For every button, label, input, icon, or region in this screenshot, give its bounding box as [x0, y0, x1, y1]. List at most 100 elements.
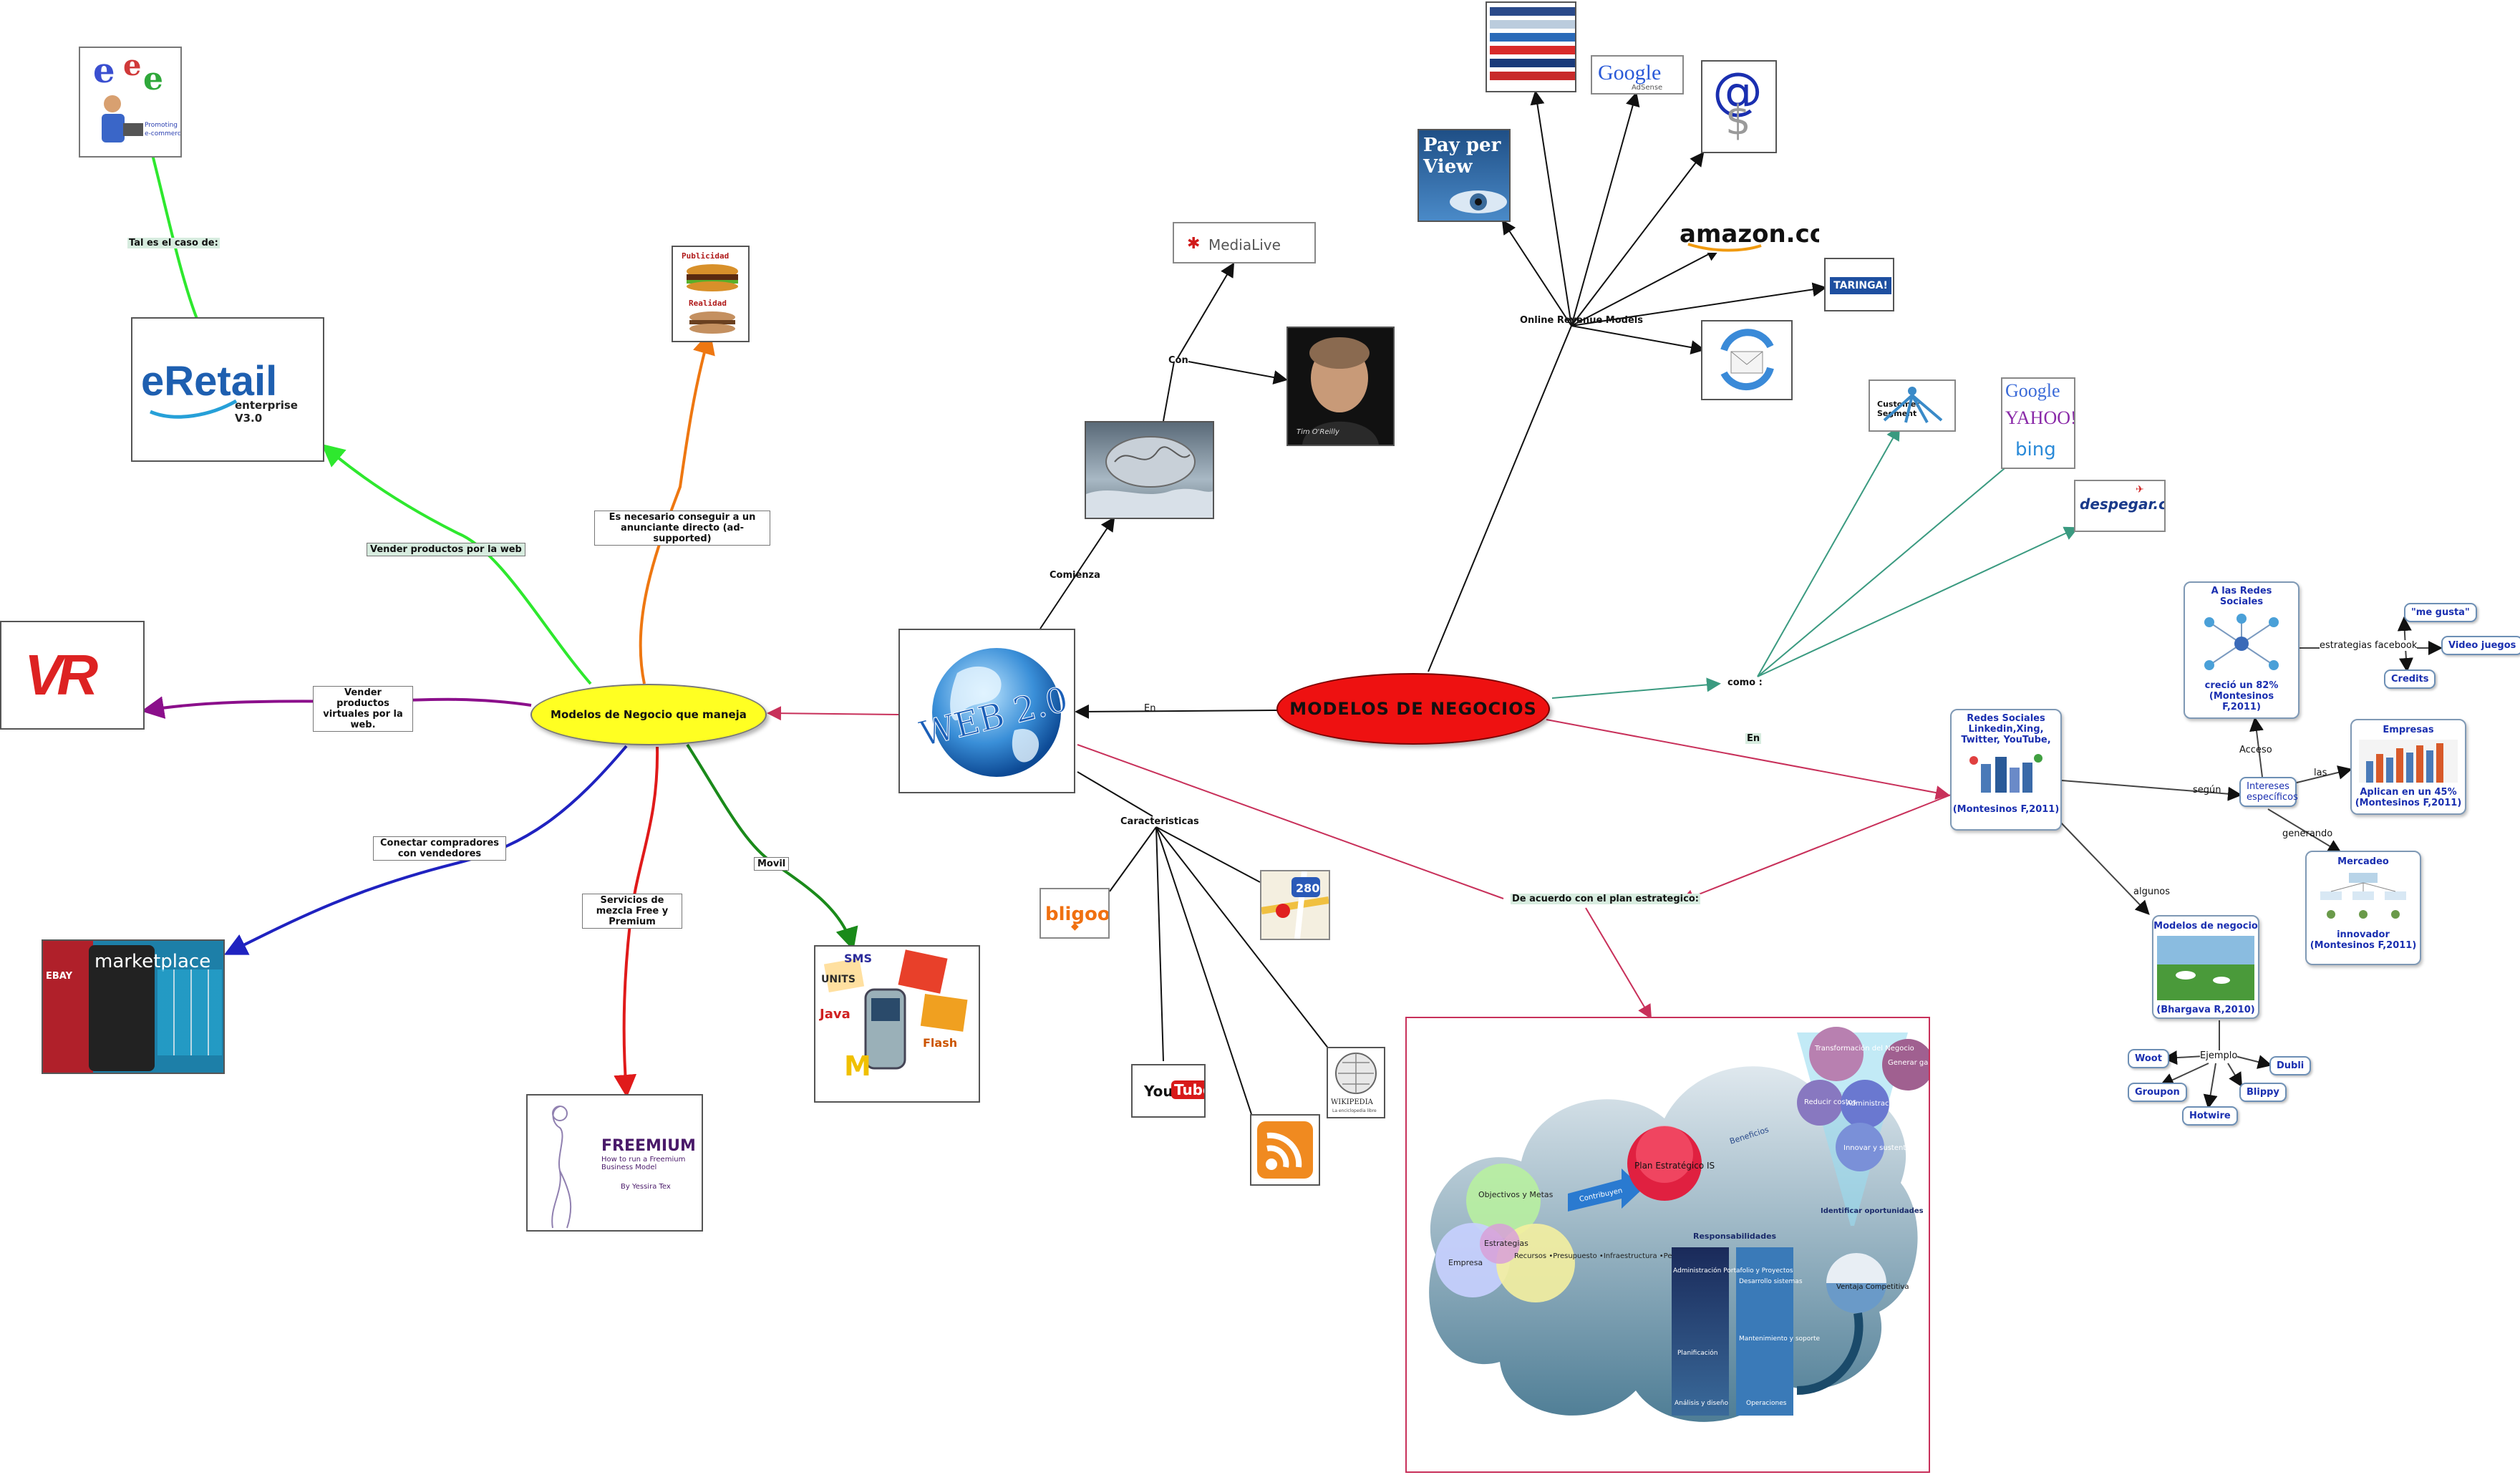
left-node[interactable]: Modelos de Negocio que maneja	[530, 684, 767, 745]
edge-online-logos	[1530, 90, 1572, 327]
mercadeo-diagram-icon	[2320, 873, 2406, 919]
plane-icon: ✈	[2136, 484, 2144, 495]
marketplace-phone	[89, 945, 155, 1071]
brand-logos-image[interactable]	[1486, 1, 1576, 92]
mercadeo-card[interactable]: Mercadeo innovador (Montesinos F,2011)	[2305, 851, 2421, 965]
mobile-image[interactable]: M SMS UNITS Java Flash	[814, 945, 980, 1103]
ecommerce-image[interactable]: e e e Promoting e-commerce	[79, 47, 182, 158]
operaciones-text: Operaciones	[1746, 1400, 1787, 1407]
publicidad-image[interactable]: Publicidad Realidad	[672, 246, 750, 342]
label-caracteristicas: Caracteristicas	[1120, 816, 1199, 827]
refresh-mail-icon	[1720, 329, 1774, 391]
edge-web-comienza	[1040, 516, 1115, 629]
marketplace-image[interactable]: EBAY marketplace	[42, 939, 225, 1074]
payperview-image[interactable]: Pay per View	[1418, 129, 1511, 222]
label-las: las	[2314, 768, 2327, 778]
maps-image[interactable]: 280	[1260, 870, 1330, 940]
bligoo-image[interactable]: bligoo ◆	[1040, 888, 1110, 939]
bligoo-fish-icon: ◆	[1071, 921, 1079, 932]
mobile-tag-1: UNITS	[821, 974, 856, 985]
example-hotwire-text: Hotwire	[2189, 1111, 2231, 1121]
redes-title: Redes Sociales Linkedin,Xing, Twitter, Y…	[1961, 713, 2051, 745]
label-anunciante: Es necesario conseguir a un anunciante d…	[594, 511, 770, 546]
cloud-brain-image[interactable]	[1085, 421, 1214, 519]
logo-strip-6	[1490, 72, 1575, 80]
empresas-title: Empresas	[2383, 725, 2434, 735]
label-generando: generando	[2282, 828, 2333, 839]
tim-oreilly-image[interactable]: Tim O'Reilly	[1286, 327, 1395, 446]
ventaja-text: Ventaja Competitiva	[1836, 1283, 1909, 1291]
analisis-text: Análisis y diseño	[1675, 1400, 1728, 1407]
video-juegos-text: Video juegos	[2448, 640, 2516, 651]
label-estrategias-fb: estrategias facebook	[2320, 640, 2418, 651]
portrait-icon	[1302, 337, 1379, 445]
svg-text:M: M	[844, 1050, 871, 1082]
freemium-image[interactable]: FREEMIUM How to run a Freemium Business …	[526, 1094, 703, 1232]
edge-intereses-acceso	[2249, 717, 2264, 778]
freemium-by: By Yessira Tex	[621, 1183, 671, 1191]
vr-image[interactable]: VR	[0, 621, 145, 730]
example-hotwire[interactable]: Hotwire	[2182, 1106, 2238, 1126]
search-engines-image[interactable]: Google YAHOO! bing	[2001, 377, 2075, 469]
label-vender-web: Vender productos por la web	[367, 543, 525, 556]
customer-segment-image[interactable]: Customer Segment	[1869, 379, 1956, 432]
edge-caract-youtube	[1155, 826, 1164, 1062]
marketplace-tag: EBAY	[46, 971, 73, 982]
example-blippy-text: Blippy	[2247, 1087, 2279, 1098]
edge-central-online	[1428, 325, 1572, 672]
despegar-image[interactable]: despegar.com ✈	[2074, 480, 2166, 532]
rss-icon	[1257, 1121, 1313, 1179]
label-servicios-text: Servicios de mezcla Free y Premium	[596, 895, 669, 927]
map-badge: 280	[1296, 881, 1319, 895]
edge-ej-dubli	[2234, 1055, 2272, 1069]
tim-caption: Tim O'Reilly	[1297, 428, 1339, 436]
curve-arrow	[1796, 1312, 1864, 1395]
example-dubli[interactable]: Dubli	[2269, 1056, 2312, 1075]
me-gusta-pill[interactable]: "me gusta"	[2404, 603, 2477, 622]
edge-cloud-con	[1163, 361, 1175, 422]
modelo-negocio-title: Modelos de negocio	[2153, 921, 2258, 932]
web20-image[interactable]: WEB 2.0	[898, 629, 1075, 793]
wikipedia-image[interactable]: WIKIPEDIA La enciclopedia libre	[1327, 1047, 1385, 1118]
plan-diagram-frame[interactable]: Objectivos y Metas Estrategias Empresa R…	[1405, 1017, 1956, 1473]
credits-pill[interactable]: Credits	[2384, 669, 2436, 689]
svg-text:Promoting: Promoting	[145, 122, 178, 129]
central-node[interactable]: MODELOS DE NEGOCIOS	[1276, 673, 1550, 745]
example-blippy[interactable]: Blippy	[2239, 1083, 2287, 1102]
amazon-image[interactable]: amazon.com	[1680, 218, 1819, 253]
youtube-image[interactable]: You Tube	[1131, 1064, 1206, 1118]
label-tal-caso: Tal es el caso de:	[127, 238, 220, 248]
edge-con-medialive	[1177, 262, 1235, 359]
example-groupon[interactable]: Groupon	[2128, 1083, 2187, 1102]
a-redes-card[interactable]: A las Redes Sociales creció un 82% (Mont…	[2184, 581, 2300, 719]
eretail-image[interactable]: eRetail enterprise V3.0	[131, 317, 324, 462]
identificar-text: Identificar oportunidades	[1821, 1207, 1924, 1215]
rss-image[interactable]	[1250, 1114, 1320, 1186]
intereses-node[interactable]: Intereses específicos	[2239, 777, 2298, 807]
mobile-tag-2: Java	[818, 1007, 850, 1022]
globe-icon: WEB 2.0	[916, 648, 1072, 777]
medialive-image[interactable]: ✱ MediaLive	[1173, 222, 1316, 263]
resp-col-left	[1672, 1247, 1729, 1416]
edge-como-customer	[1757, 425, 1900, 677]
taringa-image[interactable]: TARINGA!	[1824, 258, 1894, 311]
bubble-reducir-text: Reducir costos	[1804, 1098, 1856, 1106]
modelo-negocio-card[interactable]: Modelos de negocio (Bhargava R,2010)	[2152, 915, 2259, 1019]
edge-central-redes	[1546, 719, 1950, 800]
edge-fb-credits	[2398, 647, 2413, 672]
bubble-generar-text: Generar ganancias	[1888, 1059, 1929, 1067]
wikipedia-text: WIKIPEDIA	[1331, 1098, 1373, 1106]
redes-sociales-card[interactable]: Redes Sociales Linkedin,Xing, Twitter, Y…	[1950, 709, 2062, 831]
svg-text:e-commerce: e-commerce	[145, 130, 180, 137]
venn-empresa-text: Empresa	[1448, 1258, 1483, 1267]
google-adsense-image[interactable]: Google AdSense	[1591, 55, 1684, 95]
vr-logo: VR	[24, 643, 98, 707]
example-woot[interactable]: Woot	[2128, 1049, 2169, 1068]
eretail-subtitle: enterprise V3.0	[235, 399, 298, 425]
edge-online-taringa	[1571, 282, 1827, 327]
email-refresh-image[interactable]	[1701, 320, 1793, 400]
video-juegos-pill[interactable]: Video juegos	[2441, 636, 2520, 655]
empresas-card[interactable]: Empresas Aplican en un 45% (Montesinos F…	[2350, 719, 2466, 815]
me-gusta-text: "me gusta"	[2411, 607, 2470, 618]
at-sign-image[interactable]: @ $	[1701, 60, 1777, 153]
